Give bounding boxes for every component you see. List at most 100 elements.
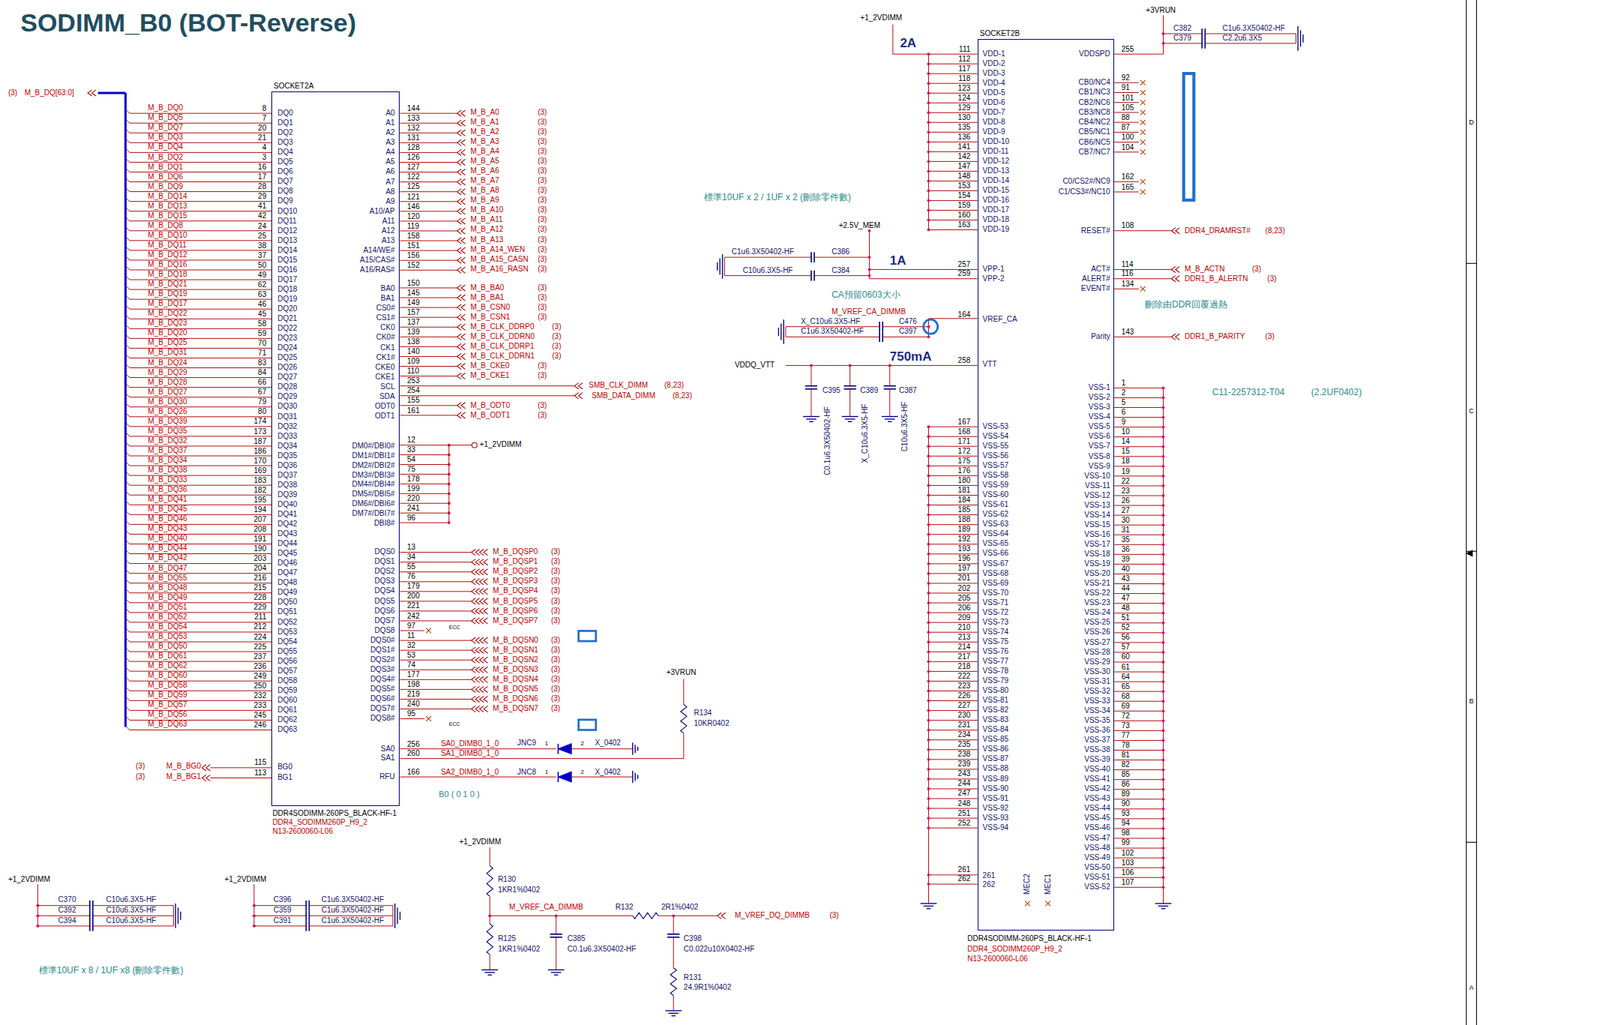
ground-symbol [841, 416, 859, 417]
wire [928, 798, 977, 800]
pin-number: 84 [257, 368, 267, 377]
pin-number: 180 [958, 476, 971, 485]
pin-number: 68 [1121, 692, 1130, 701]
net-label: M_B_ODT0 [470, 401, 510, 410]
wire [400, 600, 472, 602]
note-text: 刪除由DDR回覆過熱 [1144, 299, 1228, 309]
pin-number: +1_2VDIMM [224, 875, 267, 884]
ground-symbol [637, 746, 639, 751]
capacitor-symbol [89, 910, 91, 922]
pin-number: +1_2VDIMM [479, 440, 522, 449]
pin-name: VSS-73 [982, 618, 1009, 627]
net-label: M_B_DQ30 [147, 398, 187, 406]
pin-number: 108 [1121, 221, 1135, 230]
pin-name: ACT# [1090, 265, 1111, 273]
wire [1114, 661, 1163, 663]
resistor-symbol [486, 865, 493, 897]
pin-number: 20 [257, 124, 267, 132]
pin-number: 235 [958, 740, 971, 749]
ground-symbol [632, 770, 633, 783]
pin-name: VSS-24 [1084, 608, 1110, 617]
pin-name: CB6/NC5 [1078, 138, 1110, 147]
wire [928, 690, 977, 692]
pin-name: VDD-13 [982, 167, 1010, 175]
pin-name: VSS-29 [1084, 658, 1110, 666]
net-label: M_B_A7 [470, 176, 499, 185]
pin-number: 50 [257, 261, 267, 270]
wire [125, 578, 272, 583]
junction-dot [927, 669, 931, 673]
net-label: (3) [551, 695, 561, 703]
pin-number: 103 [1121, 859, 1135, 867]
ground-symbol [881, 416, 899, 417]
pin-name: VSS-28 [1084, 648, 1110, 657]
wire [928, 641, 977, 643]
pin-name: VDDSPD [1078, 50, 1111, 58]
net-label: (3) [551, 685, 561, 693]
junction-dot [1162, 758, 1166, 762]
wire [928, 112, 977, 114]
pin-number: 101 [1121, 94, 1135, 102]
wire [400, 522, 450, 524]
pin-name: VSS-5 [1088, 422, 1111, 431]
net-label: M_B_DQ50 [147, 642, 187, 651]
ground-symbol [1300, 30, 1301, 48]
pin-name: VSS-30 [1084, 668, 1110, 676]
pin-number: 86 [1121, 780, 1130, 789]
capacitor-symbol [810, 270, 812, 282]
pin-name: R134 [693, 709, 712, 717]
wire [400, 240, 458, 242]
wire [928, 651, 977, 653]
wire [928, 190, 977, 192]
pin-name: VSS-44 [1084, 804, 1110, 812]
junction-dot [1162, 611, 1166, 615]
offpage-connector [461, 139, 465, 146]
pin-name: VSS-10 [1084, 472, 1110, 480]
wire [125, 324, 272, 329]
wire [810, 389, 812, 417]
wire [555, 915, 557, 935]
pin-name: VSS-52 [1084, 883, 1110, 891]
net-label: (8,23) [672, 392, 693, 400]
wire [928, 426, 929, 904]
pin-number: 172 [958, 447, 971, 456]
wire [400, 375, 458, 377]
pin-name: VSS-39 [1084, 755, 1110, 764]
pin-name: C394 [58, 916, 77, 925]
pin-number: 47 [1121, 594, 1130, 603]
net-label: M_B_A1 [470, 118, 499, 126]
pin-number: 236 [254, 662, 267, 671]
pin-number: 204 [254, 564, 267, 573]
wire [928, 200, 977, 201]
wire [1114, 563, 1163, 565]
no-connect-mark [1024, 901, 1031, 907]
wire [928, 426, 977, 428]
pin-name: R131 [683, 973, 702, 982]
pin-name: BG0 [277, 763, 293, 771]
offpage-connector [461, 323, 465, 330]
wire [400, 181, 458, 183]
pin-number: 168 [958, 428, 971, 436]
pin-number: 247 [958, 789, 971, 798]
net-label: M_B_DQSP6 [492, 607, 538, 615]
ground-symbol [396, 907, 398, 924]
pin-name: VSS-34 [1084, 707, 1110, 715]
pin-number: 107 [1121, 878, 1135, 887]
net-label: (3) [537, 118, 547, 126]
pin-name: VSS-41 [1084, 775, 1110, 783]
pin-name: VDD-6 [982, 98, 1006, 107]
ground-symbol [665, 1009, 682, 1011]
no-connect-mark [1140, 119, 1146, 126]
pin-name: DQ23 [277, 334, 297, 342]
wire [400, 395, 576, 396]
wire [125, 314, 272, 319]
wire [928, 739, 977, 741]
wire [400, 590, 472, 592]
no-connect-mark [1140, 286, 1146, 292]
junction-dot [927, 120, 931, 124]
pin-name: VDD-7 [982, 108, 1006, 117]
pin-name: X_C10u6.3X5-HF [861, 404, 869, 464]
pin-name: DQ35 [277, 452, 297, 460]
net-label: M_B_DQ47 [147, 564, 187, 573]
pin-number: 32 [407, 641, 416, 650]
